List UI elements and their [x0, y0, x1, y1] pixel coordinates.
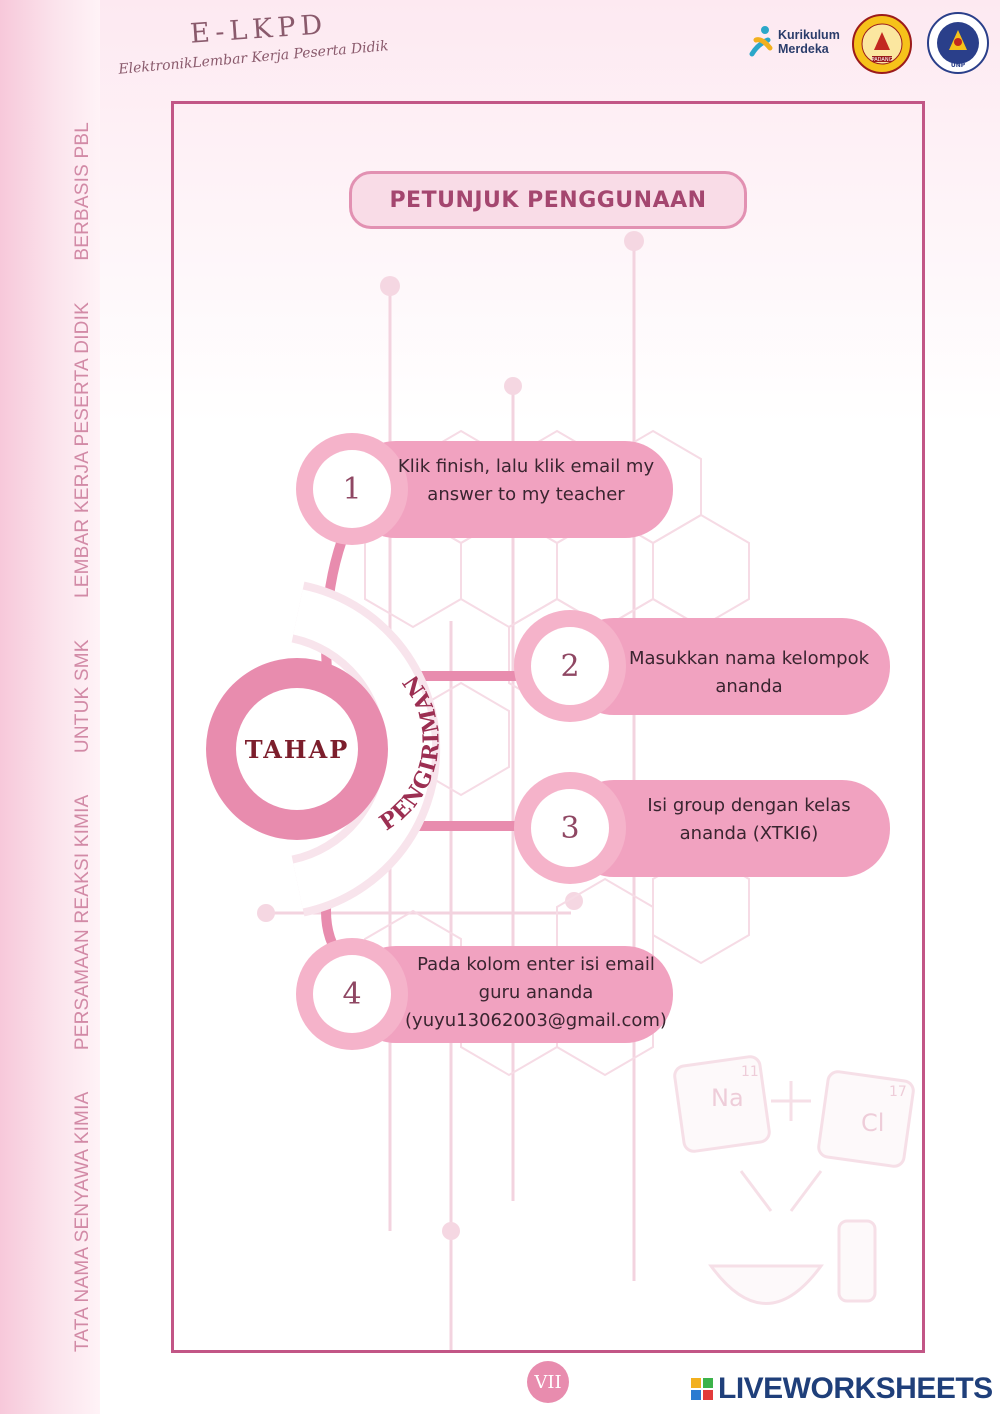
step-4-text: Pada kolom enter isi email guru ananda (… — [398, 951, 674, 1035]
step-2-line: ananda — [614, 673, 884, 701]
step-1-line: Klik finish, lalu klik email my — [388, 453, 664, 481]
step-1-line: answer to my teacher — [388, 481, 664, 509]
step-1-number: 1 — [313, 450, 391, 528]
step-2-line: Masukkan nama kelompok — [614, 645, 884, 673]
step-4-email: (yuyu13062003@gmail.com) — [398, 1007, 674, 1035]
page-number: VII — [527, 1361, 569, 1403]
step-3-text: Isi group dengan kelas ananda (XTKI6) — [614, 792, 884, 848]
step-1-text: Klik finish, lalu klik email my answer t… — [388, 453, 664, 509]
step-3-badge: 3 — [514, 772, 626, 884]
step-3-line: Isi group dengan kelas — [614, 792, 884, 820]
liveworksheets-icon — [690, 1377, 714, 1401]
step-4-line: guru ananda — [398, 979, 674, 1007]
step-4-badge: 4 — [296, 938, 408, 1050]
step-4-number: 4 — [313, 955, 391, 1033]
step-3-number: 3 — [531, 789, 609, 867]
liveworksheets-watermark: LIVEWORKSHEETS — [690, 1372, 993, 1406]
step-4-line: Pada kolom enter isi email — [398, 951, 674, 979]
step-3-line: ananda (XTKI6) — [614, 820, 884, 848]
step-2-text: Masukkan nama kelompok ananda — [614, 645, 884, 701]
tahap-label: TAHAP — [236, 688, 358, 810]
step-2-badge: 2 — [514, 610, 626, 722]
step-2-number: 2 — [531, 627, 609, 705]
watermark-text: LIVEWORKSHEETS — [718, 1372, 993, 1406]
